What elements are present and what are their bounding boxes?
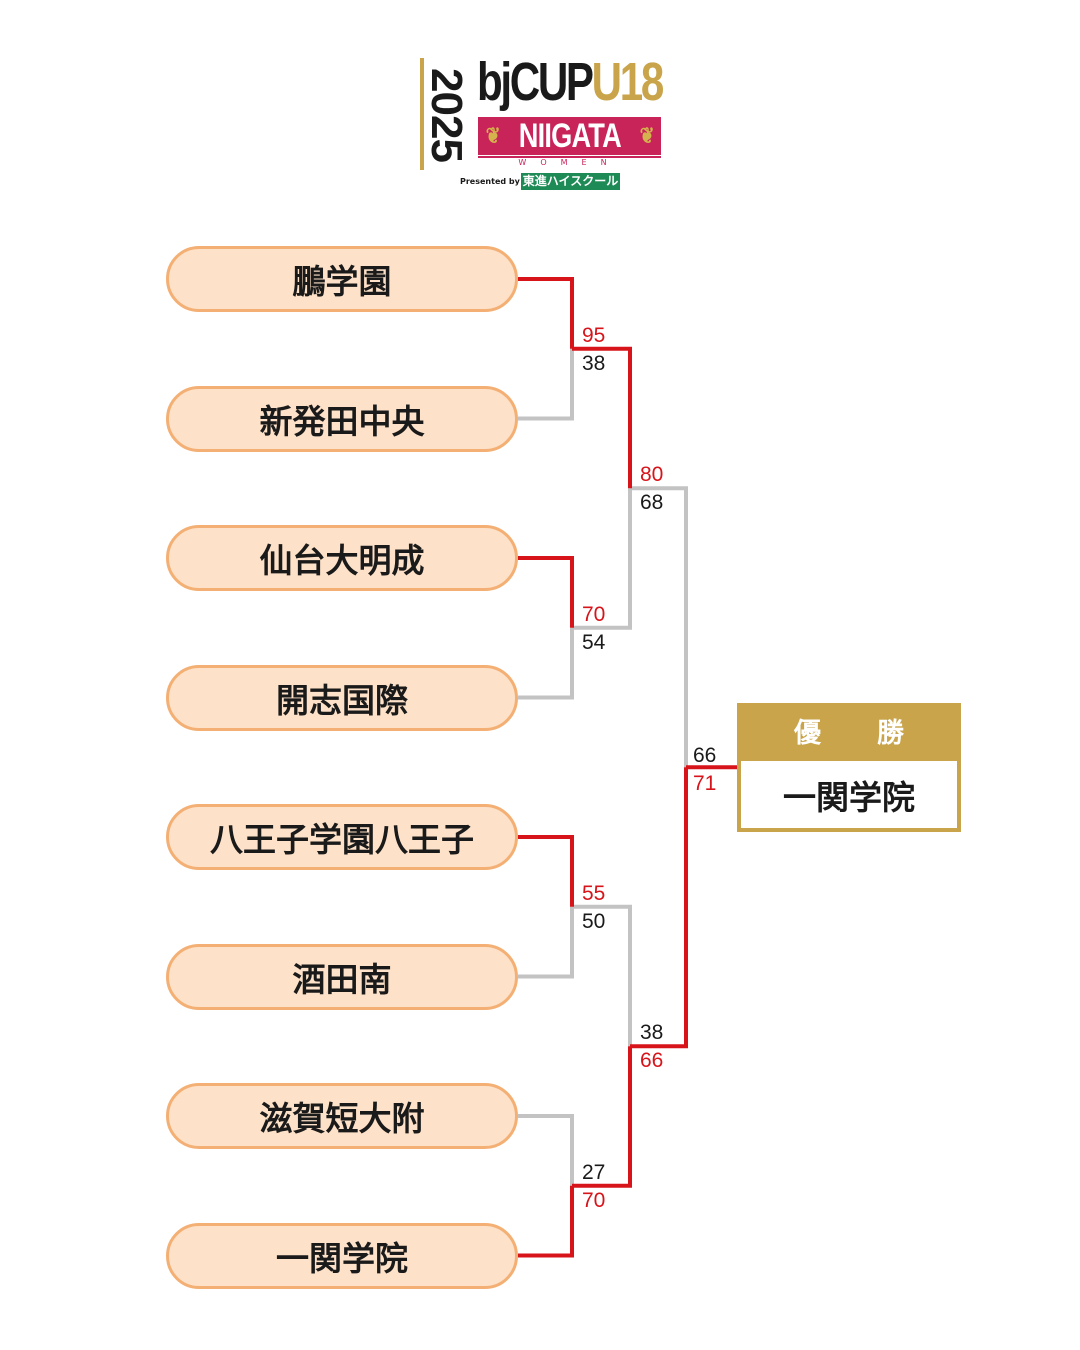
final-top-path (630, 486, 688, 768)
score-r1m2-bottom: 54 (582, 630, 606, 654)
team-slot: 新発田中央 (166, 385, 518, 452)
presented-by-label: Presented by (460, 177, 520, 186)
champion-box: 優勝 一関学院 (737, 703, 961, 832)
team-slot: 一関学院 (166, 1222, 518, 1289)
r2m1-bottom-path (572, 488, 632, 630)
champion-title: 優勝 (741, 707, 957, 761)
r1m1-bottom-path (518, 348, 574, 421)
r1m2-top-path (518, 556, 574, 628)
r2m2-bottom-path (572, 1046, 632, 1188)
score-final-bottom: 71 (693, 772, 717, 796)
logo-category: U18 (591, 52, 665, 112)
tournament-logo: 2025 bjCUPU18 ❦ NIIGATA ❦ WOMEN Presente… (420, 52, 665, 195)
score-r1m1-bottom: 38 (582, 351, 606, 375)
score-r1m2-top: 70 (582, 602, 606, 626)
team-slot: 開志国際 (166, 664, 518, 731)
logo-city-banner: ❦ NIIGATA ❦ (478, 117, 661, 155)
team-slot: 滋賀短大附 (166, 1083, 518, 1149)
r1m2-bottom-path (518, 627, 574, 700)
r1m1-top-path (518, 277, 574, 349)
score-r2m1-top: 80 (640, 463, 664, 487)
score-final-top: 66 (693, 744, 717, 768)
r1m3-bottom-path (518, 906, 574, 979)
r2m2-top-path (572, 904, 632, 1047)
score-r2m2-top: 38 (640, 1021, 664, 1045)
team-slot: 八王子学園八王子 (166, 804, 518, 870)
logo-division: WOMEN (478, 156, 661, 167)
team-slot: 鵬学園 (166, 246, 518, 312)
r2m1-top-path (572, 346, 632, 489)
logo-accent-bar (420, 58, 424, 170)
team-slot: 仙台大明成 (166, 525, 518, 591)
winner-paths (518, 277, 738, 1258)
score-r1m1-top: 95 (582, 323, 606, 347)
score-r1m3-bottom: 50 (582, 909, 606, 933)
r1m3-top-path (518, 835, 574, 907)
score-r1m4-bottom: 70 (582, 1188, 606, 1212)
r1m4-bottom-path (518, 1185, 574, 1258)
score-r1m4-top: 27 (582, 1160, 606, 1184)
team-slot: 酒田南 (166, 943, 518, 1010)
score-r2m1-bottom: 68 (640, 491, 664, 515)
score-r2m2-bottom: 66 (640, 1049, 664, 1073)
loser-paths (518, 348, 688, 1186)
laurel-right-icon: ❦ (639, 123, 654, 148)
logo-brand: bjCUPU18 (477, 52, 665, 112)
sponsor-logo: 東進ハイスクール (521, 173, 620, 190)
score-r1m3-top: 55 (582, 881, 606, 905)
champion-name: 一関学院 (783, 777, 915, 817)
laurel-left-icon: ❦ (485, 123, 501, 148)
final-bottom-path (630, 767, 688, 1049)
r1m4-top-path (518, 1114, 574, 1186)
